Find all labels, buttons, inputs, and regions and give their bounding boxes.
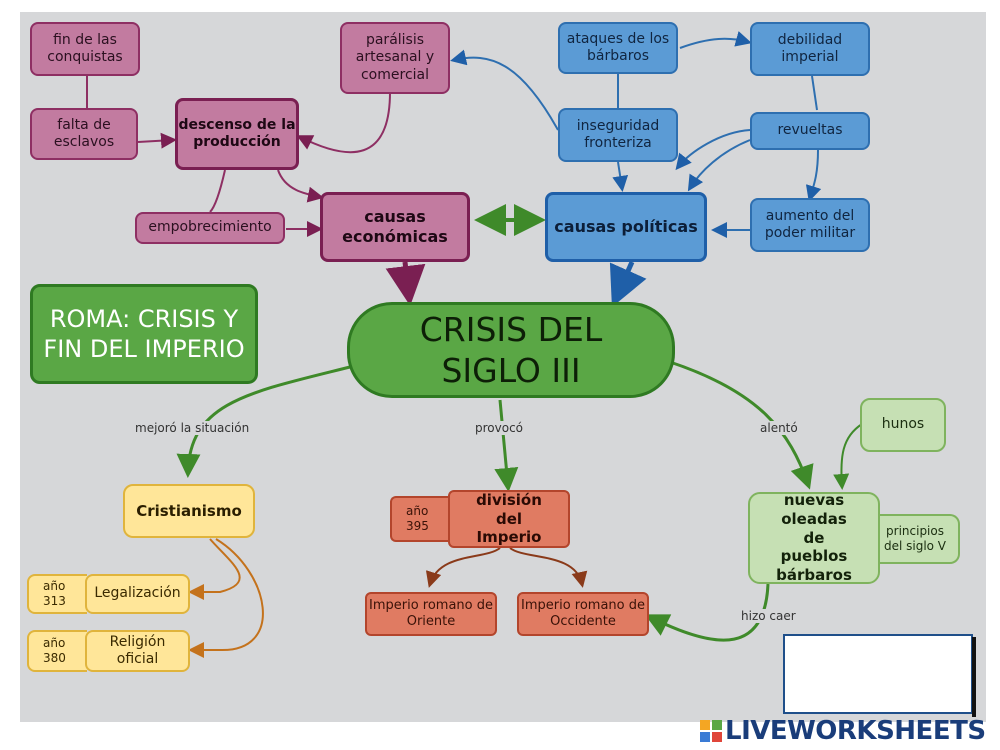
node-causas-politicas: causas políticas <box>545 192 707 262</box>
liveworksheets-logo: LIVEWORKSHEETS <box>700 716 986 746</box>
link-paralisis-descenso <box>296 91 391 154</box>
node-division-year: año 395 <box>390 496 450 542</box>
node-crisis-siglo-iii: CRISIS DEL SIGLO III <box>347 302 675 398</box>
link-revueltas-inseguridad <box>675 129 751 171</box>
link-ataques-debilidad <box>679 31 752 49</box>
node-cristianismo: Cristianismo <box>123 484 255 538</box>
link-crisis-oleadas <box>669 360 814 490</box>
answer-box-shadow <box>972 637 976 717</box>
link-descenso-empobrecimiento <box>209 169 226 213</box>
node-division-imperio: división del Imperio <box>448 490 570 548</box>
link-division-oriente <box>425 547 501 588</box>
node-causas-economicas: causas económicas <box>320 192 470 262</box>
link-politicas-crisis <box>609 260 647 308</box>
node-legalizacion: Legalización <box>85 574 190 614</box>
link-hunos-oleadas <box>833 423 863 490</box>
node-nuevas-oleadas: nuevas oleadas de pueblos bárbaros <box>748 491 880 584</box>
node-falta-esclavos: falta de esclavos <box>30 108 138 160</box>
link-causas-crisis <box>385 261 426 306</box>
label-alento: alentó <box>757 421 801 435</box>
node-descenso-produccion: descenso de la producción <box>175 98 299 170</box>
node-revueltas: revueltas <box>750 112 870 150</box>
node-paralisis: parálisis artesanal y comercial <box>340 22 450 94</box>
link-debilidad-revueltas <box>811 75 818 111</box>
node-imperio-oriente: Imperio romano de Oriente <box>365 592 497 636</box>
node-ataques-barbaros: ataques de los bárbaros <box>558 22 678 74</box>
link-cristianismo-legalizacion <box>188 538 241 600</box>
node-religion-oficial: Religión oficial <box>85 630 190 672</box>
link-descenso-causas <box>277 169 324 203</box>
link-ataques-paralisis <box>450 49 559 131</box>
node-roma-title: ROMA: CRISIS Y FIN DEL IMPERIO <box>30 284 258 384</box>
link-cristianismo-religion <box>188 538 264 658</box>
label-mejoro: mejoró la situación <box>132 421 253 435</box>
node-empobrecimiento: empobrecimiento <box>135 212 285 244</box>
node-fin-conquistas: fin de las conquistas <box>30 22 140 76</box>
label-hizo-caer: hizo caer <box>738 609 799 623</box>
link-division-occidente <box>509 547 588 588</box>
link-falta-descenso <box>137 132 177 149</box>
node-religion-year: año 380 <box>27 630 87 672</box>
concept-map-canvas: fin de las conquistas falta de esclavos … <box>20 12 986 722</box>
node-hunos: hunos <box>860 398 946 452</box>
node-legalizacion-year: año 313 <box>27 574 87 614</box>
link-crisis-cristianismo <box>176 365 351 478</box>
node-principios-siglo-v: principios del siglo V <box>872 514 960 564</box>
label-provoco: provocó <box>472 421 527 435</box>
logo-text: LIVEWORKSHEETS <box>725 716 986 746</box>
link-crisis-division <box>494 399 519 492</box>
node-aumento-poder-militar: aumento del poder militar <box>750 198 870 252</box>
node-debilidad-imperial: debilidad imperial <box>750 22 870 76</box>
link-inseguridad-politicas <box>612 161 629 192</box>
connectors-layer <box>86 31 863 658</box>
link-revueltas-politicas <box>687 139 751 192</box>
node-imperio-occidente: Imperio romano de Occidente <box>517 592 649 636</box>
logo-grid-icon <box>700 720 722 742</box>
link-revueltas-aumento <box>805 149 822 202</box>
link-oleadas-occidente <box>644 583 770 642</box>
answer-box[interactable] <box>783 634 973 714</box>
node-inseguridad-fronteriza: inseguridad fronteriza <box>558 108 678 162</box>
